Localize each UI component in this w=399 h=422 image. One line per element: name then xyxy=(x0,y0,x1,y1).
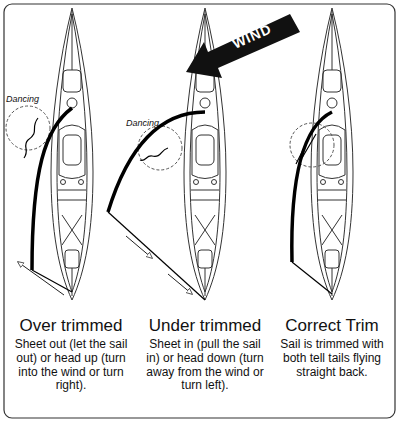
caption-text: Sheet out (let the sail out) or head up … xyxy=(9,338,133,393)
caption-title: Correct Trim xyxy=(270,316,394,336)
caption-title: Over trimmed xyxy=(4,316,138,336)
caption-text: Sail is trimmed with both tell tails fly… xyxy=(276,338,388,379)
caption-text: Sheet in (pull the sail in) or head down… xyxy=(143,338,267,393)
dancing-label: Dancing xyxy=(126,118,176,128)
dancing-label: Dancing xyxy=(6,94,56,104)
caption-title: Under trimmed xyxy=(138,316,272,336)
